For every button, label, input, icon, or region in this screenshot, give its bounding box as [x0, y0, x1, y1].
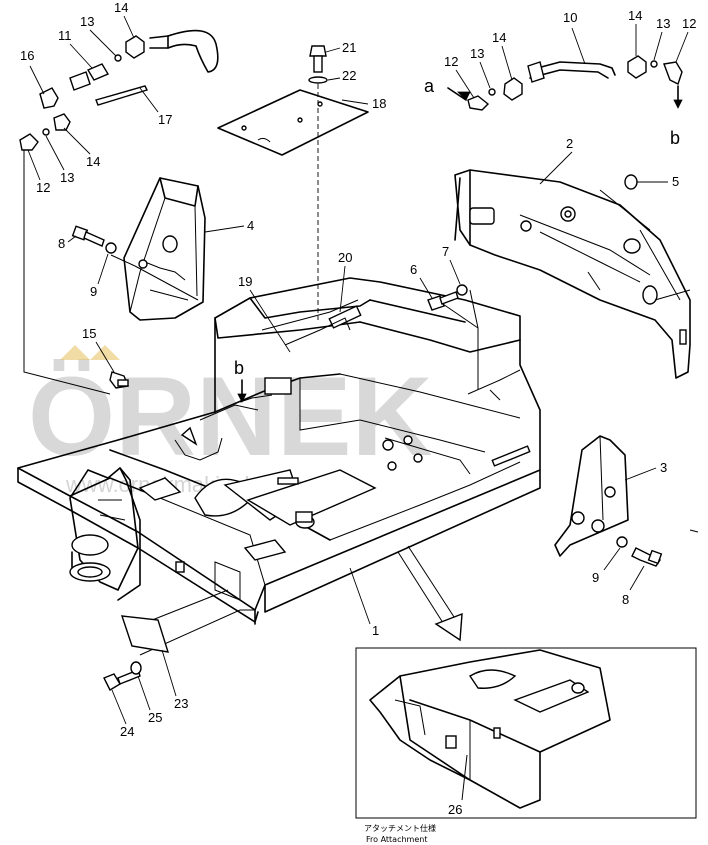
- plate-23: [103, 615, 170, 691]
- connection-label-a: a: [424, 76, 435, 96]
- callout-14-right: 14: [628, 8, 642, 23]
- counterweight: [454, 169, 691, 379]
- callout-12-mid: 12: [444, 54, 458, 69]
- callout-25: 25: [148, 710, 162, 725]
- callout-8-left: 8: [58, 236, 65, 251]
- callout-14-mid: 14: [492, 30, 506, 45]
- callout-26: 26: [448, 802, 462, 817]
- connection-labels: a b b: [234, 76, 680, 403]
- inset-caption: アタッチメント仕様 Fro Attachment: [364, 823, 436, 844]
- callout-14-left: 14: [86, 154, 100, 169]
- callout-14-top: 14: [114, 0, 128, 15]
- leader-lines: [23, 84, 699, 656]
- bracket-4: [123, 177, 206, 321]
- callout-12-left: 12: [36, 180, 50, 195]
- callout-21: 21: [342, 40, 356, 55]
- callout-numbers: 1 2 3 4 5 6 7 8 8 9 9 10 11 12 12 12 13: [20, 0, 696, 817]
- callout-13-mid: 13: [470, 46, 484, 61]
- fitting-15: [109, 371, 129, 389]
- hose-right: [447, 55, 683, 111]
- callout-5: 5: [672, 174, 679, 189]
- callout-10: 10: [563, 10, 577, 25]
- callout-3: 3: [660, 460, 667, 475]
- inset-caption-jp: アタッチメント仕様: [364, 823, 436, 833]
- callout-15: 15: [82, 326, 96, 341]
- attachment-inset: [355, 647, 697, 819]
- callout-17: 17: [158, 112, 172, 127]
- watermark: ÖRNEK www.ornekmakinalari.com.tr: [28, 345, 432, 497]
- callout-8-right: 8: [622, 592, 629, 607]
- connection-label-b-top: b: [670, 128, 680, 148]
- parts-19-20: [261, 299, 362, 346]
- callout-24: 24: [120, 724, 134, 739]
- callout-22: 22: [342, 68, 356, 83]
- callout-16: 16: [20, 48, 34, 63]
- callout-18: 18: [372, 96, 386, 111]
- callout-1: 1: [372, 623, 379, 638]
- callout-12-right: 12: [682, 16, 696, 31]
- hose-left: [19, 29, 219, 151]
- callout-20: 20: [338, 250, 352, 265]
- callout-7: 7: [442, 244, 449, 259]
- callout-9-right: 9: [592, 570, 599, 585]
- callout-23: 23: [174, 696, 188, 711]
- callout-13-top: 13: [80, 14, 94, 29]
- callout-19: 19: [238, 274, 252, 289]
- callout-13-right: 13: [656, 16, 670, 31]
- side-plate-3: [554, 435, 663, 567]
- watermark-logo-mark: [60, 345, 90, 360]
- callout-9-left: 9: [90, 284, 97, 299]
- inset-caption-en: Fro Attachment: [366, 835, 427, 844]
- cover-plate-18: [217, 89, 369, 156]
- main-frame: [17, 277, 541, 625]
- watermark-brand: ÖRNEK: [28, 354, 432, 479]
- callout-4: 4: [247, 218, 254, 233]
- callout-2: 2: [566, 136, 573, 151]
- callout-13-left: 13: [60, 170, 74, 185]
- bolt-21: [308, 45, 328, 84]
- callout-11: 11: [58, 28, 72, 43]
- bolt-8-left: [71, 225, 117, 254]
- connection-label-b-mid: b: [234, 358, 244, 378]
- callout-6: 6: [410, 262, 417, 277]
